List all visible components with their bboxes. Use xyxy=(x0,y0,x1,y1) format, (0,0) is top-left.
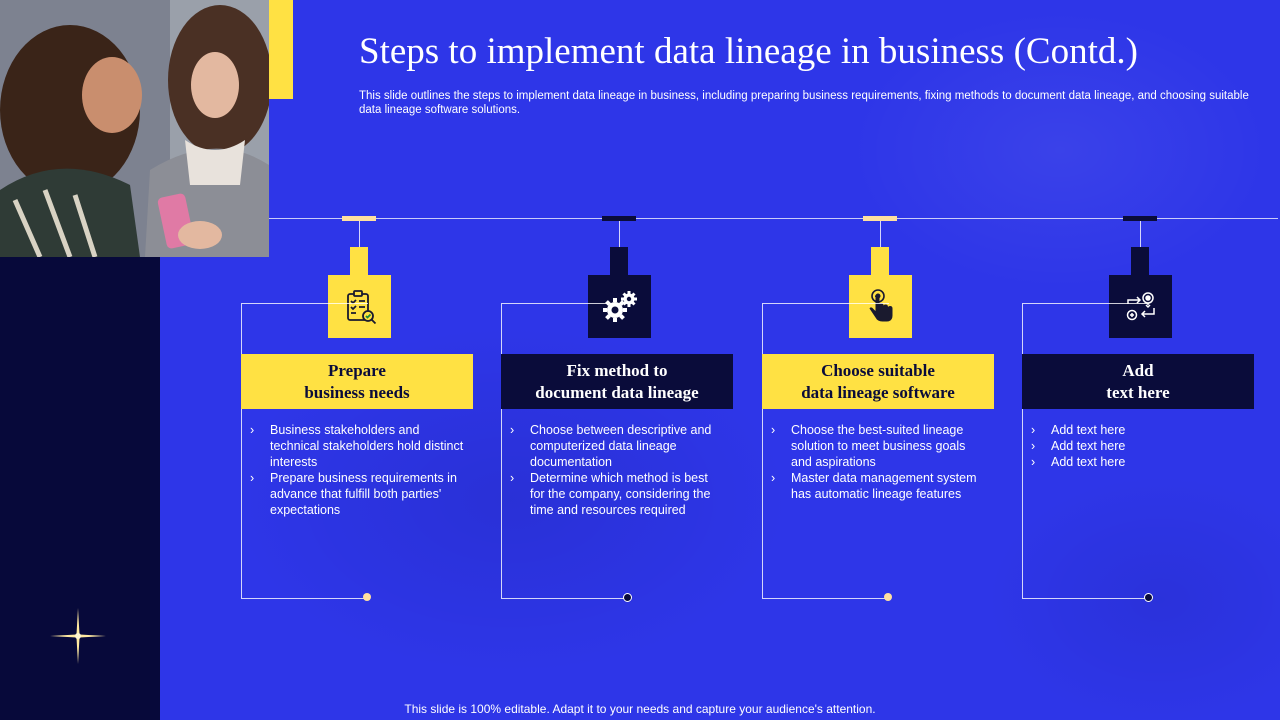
step-end-dot xyxy=(884,593,892,601)
step-2: Fix method to document data lineage Choo… xyxy=(501,216,733,606)
footer-note: This slide is 100% editable. Adapt it to… xyxy=(0,702,1280,716)
icon-stem xyxy=(610,247,628,277)
bullet-item: Add text here xyxy=(1030,422,1245,438)
connector-line xyxy=(880,221,881,247)
sparkle-icon xyxy=(50,608,106,664)
step-heading-line1: Add xyxy=(1122,360,1153,382)
step-4: Add text here Add text here Add text her… xyxy=(1022,216,1254,606)
step-heading-line2: document data lineage xyxy=(535,382,698,404)
step-bullets: Choose the best-suited lineage solution … xyxy=(770,422,985,502)
step-1: Prepare business needs Business stakehol… xyxy=(241,216,473,606)
step-heading: Choose suitable data lineage software xyxy=(762,354,994,409)
bullet-item: Add text here xyxy=(1030,438,1245,454)
bullet-item: Choose the best-suited lineage solution … xyxy=(770,422,985,470)
step-bullets: Choose between descriptive and computeri… xyxy=(509,422,724,518)
step-heading: Add text here xyxy=(1022,354,1254,409)
step-heading: Prepare business needs xyxy=(241,354,473,409)
connector-line xyxy=(619,221,620,247)
slide-title: Steps to implement data lineage in busin… xyxy=(359,30,1138,73)
step-end-dot xyxy=(1144,593,1153,602)
accent-bar xyxy=(269,0,293,99)
people-photo xyxy=(0,0,269,257)
bullet-item: Determine which method is best for the c… xyxy=(509,470,724,518)
step-heading-line2: data lineage software xyxy=(801,382,955,404)
connector-line xyxy=(1140,221,1141,247)
icon-stem xyxy=(871,247,889,277)
step-heading-line1: Choose suitable xyxy=(821,360,935,382)
bullet-item: Master data management system has automa… xyxy=(770,470,985,502)
icon-stem xyxy=(1131,247,1149,277)
step-end-dot xyxy=(363,593,371,601)
step-bullets: Add text here Add text here Add text her… xyxy=(1030,422,1245,470)
connector-line xyxy=(359,221,360,247)
bullet-item: Prepare business requirements in advance… xyxy=(249,470,464,518)
step-heading-line2: business needs xyxy=(304,382,409,404)
step-3: Choose suitable data lineage software Ch… xyxy=(762,216,994,606)
step-bullets: Business stakeholders and technical stak… xyxy=(249,422,464,518)
bullet-item: Choose between descriptive and computeri… xyxy=(509,422,724,470)
step-heading-line1: Prepare xyxy=(328,360,386,382)
step-heading: Fix method to document data lineage xyxy=(501,354,733,409)
bullet-item: Add text here xyxy=(1030,454,1245,470)
step-heading-line2: text here xyxy=(1106,382,1169,404)
icon-stem xyxy=(350,247,368,277)
step-end-dot xyxy=(623,593,632,602)
bullet-item: Business stakeholders and technical stak… xyxy=(249,422,464,470)
slide-subtitle: This slide outlines the steps to impleme… xyxy=(359,89,1259,117)
step-heading-line1: Fix method to xyxy=(566,360,667,382)
